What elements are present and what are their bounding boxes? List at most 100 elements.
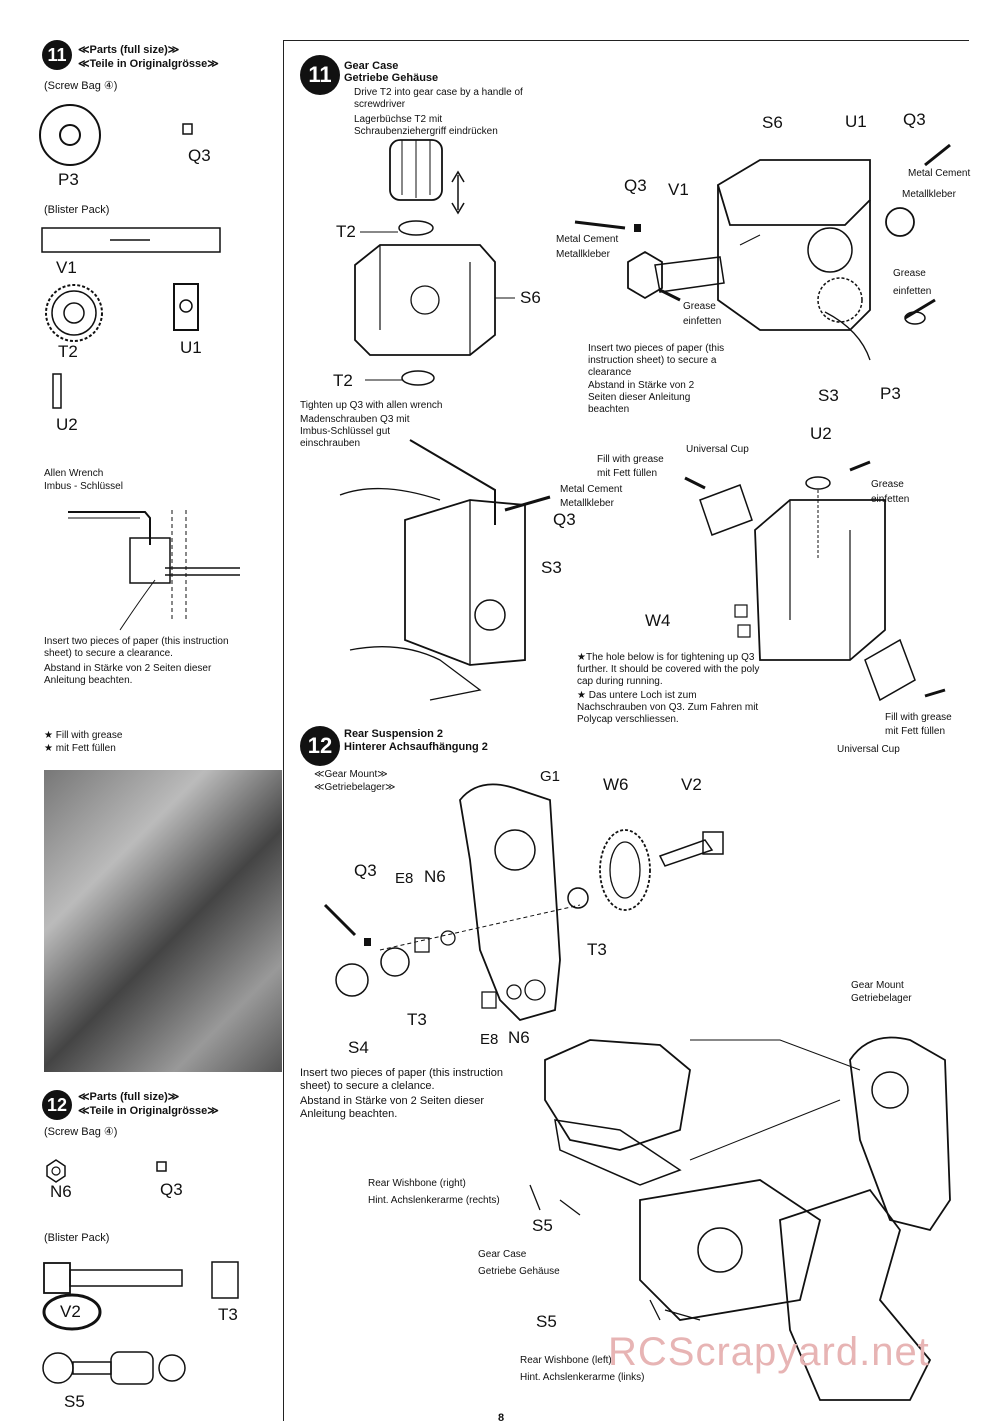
blister-label: (Blister Pack) (44, 204, 110, 216)
label-p3: P3 (880, 384, 901, 403)
step-11-title-de: Getriebe Gehäuse (344, 72, 439, 84)
drive-t2-de: Lagerbüchse T2 mit Schraubenziehergriff … (354, 114, 498, 137)
wishbone-right-en: Rear Wishbone (right) (368, 1178, 466, 1189)
metal-cement-left: Metal Cement (556, 234, 619, 245)
grease-right: Grease (893, 268, 926, 279)
label-t2-top: T2 (336, 222, 356, 241)
label-w4: W4 (645, 611, 671, 630)
part-v1: V1 (56, 258, 77, 277)
drive-t2-en: Drive T2 into gear case by a handle of s… (354, 87, 523, 110)
part-p3: P3 (58, 170, 79, 189)
grease-photo (44, 770, 282, 1072)
label-s3-right: S3 (818, 386, 839, 405)
allen-note-en: Insert two pieces of paper (this instruc… (44, 636, 229, 659)
wishbone-left-en: Rear Wishbone (left) (520, 1355, 612, 1366)
label-t2-bottom: T2 (333, 371, 353, 390)
allen-wrench-title-en: Allen Wrench (44, 468, 104, 479)
label-e8-bottom: E8 (480, 1031, 499, 1048)
label-e8-top: E8 (395, 870, 414, 887)
blister-label-12: (Blister Pack) (44, 1232, 110, 1244)
fill-grease-de-top: mit Fett füllen (597, 468, 658, 479)
part-s5: S5 (64, 1392, 85, 1411)
hole-note-de: ★ Das untere Loch ist zum Nachschrauben … (577, 690, 759, 725)
label-u2: U2 (810, 424, 832, 443)
eintetten-left: einfetten (683, 316, 722, 327)
wishbone-right-de: Hint. Achslenkerarme (rechts) (368, 1195, 500, 1206)
gear-case-label-de: Getriebe Gehäuse (478, 1266, 560, 1277)
label-s4: S4 (348, 1038, 369, 1057)
gear-mount-header-de: ≪Getriebelager≫ (314, 782, 396, 793)
allen-wrench-title-de: Imbus - Schlüssel (44, 481, 123, 492)
label-v1: V1 (668, 180, 689, 199)
label-w6: W6 (603, 775, 629, 794)
part-n6: N6 (50, 1182, 72, 1201)
page-number: 8 (498, 1412, 505, 1424)
wishbone-left-de: Hint. Achslenkerarme (links) (520, 1372, 645, 1383)
label-q3-12: Q3 (354, 861, 377, 880)
insert-paper-de-12: Abstand in Stärke von 2 Seiten dieser An… (300, 1095, 485, 1120)
universal-cup-top: Universal Cup (686, 444, 749, 455)
part-t2: T2 (58, 342, 78, 361)
metallkleber-tr: Metallkleber (902, 189, 956, 200)
label-q3-mid: Q3 (553, 510, 576, 529)
label-s3-mid: S3 (541, 558, 562, 577)
part-q3: Q3 (188, 146, 211, 165)
metal-cement-tr: Metal Cement (908, 168, 971, 179)
label-q3-left: Q3 (624, 176, 647, 195)
insert-paper-en-12: Insert two pieces of paper (this instruc… (300, 1067, 503, 1092)
eintetten-u2: einfetten (871, 494, 910, 505)
label-t3-right: T3 (587, 940, 607, 959)
gear-mount-label-de: Getriebelager (851, 993, 912, 1004)
tighten-q3-de: Madenschrauben Q3 mit Imbus-Schlüssel gu… (300, 414, 410, 449)
step-11-title-en: Gear Case (344, 60, 399, 72)
eintetten-right: einfetten (893, 286, 932, 297)
gear-case-label-en: Gear Case (478, 1249, 527, 1260)
insert-paper-de-11: Abstand in Stärke von 2 Seiten dieser An… (588, 380, 695, 415)
label-v2: V2 (681, 775, 702, 794)
label-q3-topright: Q3 (903, 110, 926, 129)
label-g1: G1 (540, 768, 561, 785)
universal-cup-bottom: Universal Cup (837, 744, 900, 755)
parts-title-de: ≪Teile in Originalgrösse≫ (78, 58, 219, 70)
tighten-q3-en: Tighten up Q3 with allen wrench (300, 400, 443, 411)
part-u2: U2 (56, 415, 78, 434)
part-v2: V2 (60, 1302, 81, 1321)
step-12-badge: 12 (300, 726, 340, 766)
fill-grease-en-top: Fill with grease (597, 454, 664, 465)
insert-paper-en-11: Insert two pieces of paper (this instruc… (588, 343, 725, 378)
label-n6-bottom: N6 (508, 1028, 530, 1047)
grease-note-de: ★ mit Fett füllen (44, 743, 116, 754)
watermark: RCScrapyard.net (608, 1330, 930, 1374)
metal-cement-mid: Metal Cement (560, 484, 623, 495)
step-12-badge-left: 12 (42, 1090, 72, 1120)
fill-grease-de-bottom: mit Fett füllen (885, 726, 946, 737)
label-n6-top: N6 (424, 867, 446, 886)
step-12-title-de: Hinterer Achsaufhängung 2 (344, 741, 488, 753)
left-parts-drawings (39, 104, 240, 1385)
fill-grease-en-bottom: Fill with grease (885, 712, 952, 723)
label-t3-left: T3 (407, 1010, 427, 1029)
hole-note-en: ★The hole below is for tightening up Q3 … (577, 652, 760, 687)
grease-note-en: ★ Fill with grease (44, 730, 123, 741)
step-12-title-en: Rear Suspension 2 (344, 728, 444, 740)
label-s6-left: S6 (520, 288, 541, 307)
step-11-badge: 11 (42, 40, 72, 70)
grease-left: Grease (683, 301, 716, 312)
label-s6-right: S6 (762, 113, 783, 132)
label-s5-bottom: S5 (536, 1312, 557, 1331)
metallkleber-mid: Metallkleber (560, 498, 614, 509)
screw-bag-label-12: (Screw Bag ④) (44, 1126, 118, 1138)
part-q3-12: Q3 (160, 1180, 183, 1199)
screw-bag-label: (Screw Bag ④) (44, 80, 118, 92)
step-11-badge: 11 (300, 55, 340, 95)
part-u1: U1 (180, 338, 202, 357)
instructions-frame (283, 40, 969, 1421)
gear-mount-header-en: ≪Gear Mount≫ (314, 769, 388, 780)
part-t3: T3 (218, 1305, 238, 1324)
parts-title-en-12: ≪Parts (full size)≫ (78, 1091, 180, 1103)
label-s5-top: S5 (532, 1216, 553, 1235)
gear-mount-label-en: Gear Mount (851, 980, 904, 991)
parts-title-de-12: ≪Teile in Originalgrösse≫ (78, 1105, 219, 1117)
label-u1: U1 (845, 112, 867, 131)
